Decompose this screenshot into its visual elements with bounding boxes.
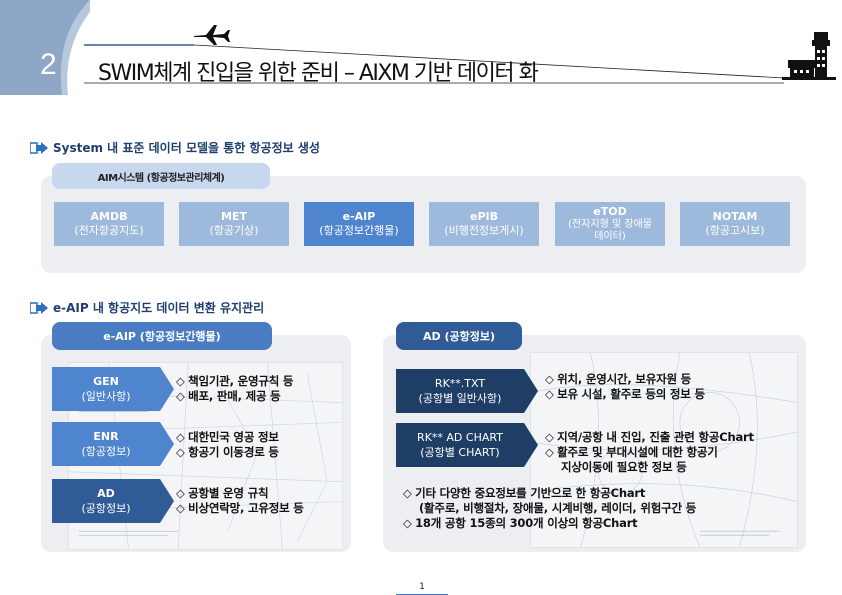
slide-number: 2 [40,48,57,81]
aim-system-tag: AIM시스템 (항공정보관리체계) [52,163,270,189]
chevron-right-icon [524,423,538,467]
bullet-continuation: 지상이동에 필요한 정보 등 [561,460,687,474]
system-desc: (항공고시보) [705,224,765,237]
system-box-notam[interactable]: NOTAM (항공고시보) [680,202,790,246]
ad-tab[interactable]: AD (공항정보) [396,322,522,350]
page-number: 1 [419,582,425,592]
eaip-tab[interactable]: e-AIP (항공정보간행물) [52,322,272,350]
system-box-etod[interactable]: eTOD (전자지형 및 장애물데이터) [555,202,665,246]
system-desc: (전자항공지도) [74,224,144,237]
bullet-item: 배포, 판매, 제공 등 [176,389,293,404]
bullet-item: 공항별 운영 규칙 [176,486,304,501]
system-desc: (전자지형 및 장애물데이터) [568,219,652,242]
item-name: AD [97,487,115,500]
aim-system-panel [41,176,806,273]
bullet-item: 항공기 이동경로 등 [176,445,279,460]
system-name: eTOD [593,205,627,218]
item-name: RK**.TXT [434,377,486,390]
system-desc: (비행전정보게시) [444,224,524,237]
bullet-item: 활주로 및 부대시설에 대한 항공기 [545,445,754,460]
section-arrow-icon [30,301,48,314]
section-heading-eaip: e-AIP 내 항공지도 데이터 변환 유지관리 [30,299,264,316]
bullet-item: 책임기관, 운영규칙 등 [176,374,293,389]
item-desc: (항공정보) [81,445,131,458]
control-tower-icon [782,32,836,80]
item-name: RK** AD CHART [417,431,503,444]
title-underline [84,44,784,84]
bullet-continuation: (활주로, 비행절차, 장애물, 시계비행, 레이더, 위험구간 등 [419,501,697,515]
chevron-right-icon [160,422,174,466]
item-gen[interactable]: GEN (일반사항) [52,367,160,411]
airplane-icon [194,25,230,45]
item-desc: (공항별 일반사항) [418,392,502,405]
header-band [0,0,90,95]
gen-bullets: 책임기관, 운영규칙 등 배포, 판매, 제공 등 [176,374,293,404]
item-rk-ad-chart[interactable]: RK** AD CHART (공항별 CHART) [396,423,524,467]
item-desc: (일반사항) [81,390,131,403]
ad-bullets: 공항별 운영 규칙 비상연락망, 고유정보 등 [176,486,304,516]
rk-txt-bullets: 위치, 운영시간, 보유자원 등 보유 시설, 활주로 등의 정보 등 [545,372,705,402]
section-arrow-icon [30,141,48,154]
enr-bullets: 대한민국 영공 정보 항공기 이동경로 등 [176,430,279,460]
item-name: ENR [93,430,119,443]
bullet-item: 18개 공항 15종의 300개 이상의 항공Chart [403,516,696,531]
section-heading-system: System 내 표준 데이터 모델을 통한 항공정보 생성 [30,139,320,156]
system-desc: (항공기상) [209,224,259,237]
item-desc: (공항별 CHART) [420,446,500,459]
chevron-right-icon [160,479,174,523]
system-name: MET [221,210,247,223]
system-box-met[interactable]: MET (항공기상) [179,202,289,246]
bullet-item: 기타 다양한 중요정보를 기반으로 한 항공Chart [403,486,696,501]
ad-bottom-bullets: 기타 다양한 중요정보를 기반으로 한 항공Chart (활주로, 비행절차, … [403,486,696,531]
item-enr[interactable]: ENR (항공정보) [52,422,160,466]
system-box-amdb[interactable]: AMDB (전자항공지도) [54,202,164,246]
item-rk-txt[interactable]: RK**.TXT (공항별 일반사항) [396,369,524,413]
chevron-right-icon [160,367,174,411]
section-heading-text: System 내 표준 데이터 모델을 통한 항공정보 생성 [53,141,320,155]
system-name: e-AIP [342,210,376,223]
item-ad[interactable]: AD (공항정보) [52,479,160,523]
bullet-item: 보유 시설, 활주로 등의 정보 등 [545,387,705,402]
bullet-item: 대한민국 영공 정보 [176,430,279,445]
system-name: NOTAM [712,210,758,223]
bullet-item: 위치, 운영시간, 보유자원 등 [545,372,705,387]
system-desc: (항공정보간행물) [319,224,399,237]
section-heading-text: e-AIP 내 항공지도 데이터 변환 유지관리 [53,301,265,315]
bullet-item: 지역/공항 내 진입, 진출 관련 항공Chart [545,430,754,445]
system-box-epib[interactable]: ePIB (비행전정보게시) [429,202,539,246]
system-name: AMDB [90,210,128,223]
item-desc: (공항정보) [81,502,131,515]
chevron-right-icon [524,369,538,413]
slide-title: SWIM체계 진입을 위한 준비 – AIXM 기반 데이터 화 [98,61,539,86]
bullet-item: 비상연락망, 고유정보 등 [176,501,304,516]
rk-ad-chart-bullets: 지역/공항 내 진입, 진출 관련 항공Chart 활주로 및 부대시설에 대한… [545,430,754,475]
system-box-e-aip[interactable]: e-AIP (항공정보간행물) [304,202,414,246]
system-name: ePIB [470,210,498,223]
item-name: GEN [93,375,119,388]
